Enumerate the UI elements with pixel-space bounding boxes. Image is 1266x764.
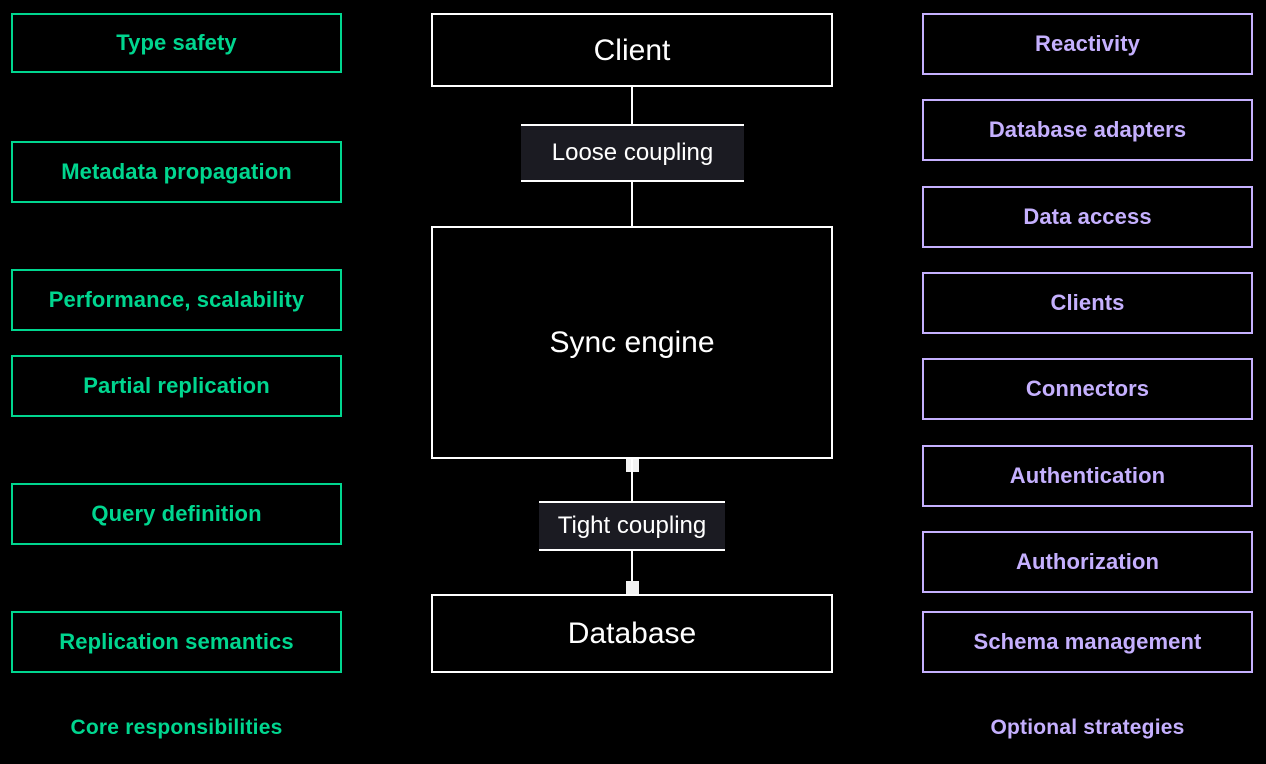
center-node-client[interactable]: Client (431, 13, 833, 87)
optional-item-database-adapters[interactable]: Database adapters (922, 99, 1253, 161)
optional-item-authentication[interactable]: Authentication (922, 445, 1253, 507)
core-item-query-definition[interactable]: Query definition (11, 483, 342, 545)
optional-item-label: Authorization (1015, 548, 1160, 574)
core-item-label: Replication semantics (59, 628, 294, 654)
optional-item-label: Authentication (1009, 462, 1166, 488)
optional-item-connectors[interactable]: Connectors (922, 358, 1253, 420)
core-item-label: Query definition (91, 500, 262, 526)
optional-item-authorization[interactable]: Authorization (922, 531, 1253, 593)
tight-coupling-marker-bottom (626, 581, 639, 594)
core-item-label: Partial replication (83, 372, 270, 398)
center-node-label: Client (593, 33, 671, 67)
optional-item-label: Clients (1050, 289, 1125, 315)
optional-item-label: Data access (1023, 203, 1152, 229)
optional-item-label: Connectors (1025, 375, 1150, 401)
center-node-label: Database (567, 617, 697, 650)
core-item-type-safety[interactable]: Type safety (11, 13, 342, 73)
core-item-partial-replication[interactable]: Partial replication (11, 355, 342, 417)
core-item-label: Performance, scalability (48, 286, 305, 312)
core-item-metadata-propagation[interactable]: Metadata propagation (11, 141, 342, 203)
optional-item-label: Database adapters (988, 116, 1187, 142)
edge-label-loose-coupling: Loose coupling (521, 124, 744, 182)
optional-item-schema-management[interactable]: Schema management (922, 611, 1253, 673)
edge-label-tight-coupling: Tight coupling (539, 501, 725, 551)
optional-strategies-caption: Optional strategies (990, 716, 1185, 739)
core-item-performance-scalability[interactable]: Performance, scalability (11, 269, 342, 331)
center-node-label: Sync engine (549, 326, 715, 359)
optional-item-data-access[interactable]: Data access (922, 186, 1253, 248)
core-responsibilities-caption: Core responsibilities (70, 716, 283, 739)
optional-item-label: Reactivity (1035, 30, 1140, 56)
core-item-label: Metadata propagation (61, 158, 292, 184)
core-item-replication-semantics[interactable]: Replication semantics (11, 611, 342, 673)
edge-label-text: Loose coupling (551, 139, 714, 166)
center-node-database[interactable]: Database (431, 594, 833, 673)
center-node-sync-engine[interactable]: Sync engine (431, 226, 833, 459)
core-item-label: Type safety (116, 29, 237, 55)
optional-item-label: Schema management (973, 628, 1202, 654)
edge-label-text: Tight coupling (557, 512, 707, 539)
optional-item-reactivity[interactable]: Reactivity (922, 13, 1253, 75)
optional-item-clients[interactable]: Clients (922, 272, 1253, 334)
